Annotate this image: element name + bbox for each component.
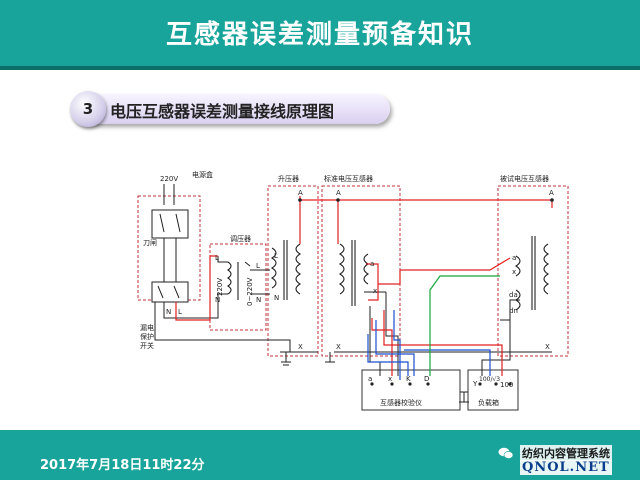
term-reg-L: L	[215, 254, 219, 262]
wechat-icon	[498, 447, 514, 459]
cal-term-a: a	[368, 375, 372, 383]
label-leakage-switch: 漏电 保护 开关	[140, 323, 156, 350]
section-title-bar	[72, 94, 390, 124]
burden-term-100: 100	[500, 381, 513, 389]
term-test-a: a	[512, 254, 516, 262]
section-title: 电压互感器误差测量接线原理图	[110, 102, 335, 121]
header-bar	[0, 0, 640, 66]
term-reg-out-L: L	[256, 262, 260, 270]
term-test-da: da	[509, 291, 518, 299]
term-test-A: A	[549, 189, 554, 197]
label-leakage-switch-2: 保护	[140, 332, 154, 341]
cal-term-K: K	[406, 375, 411, 383]
label-regulator: 调压器	[230, 234, 251, 243]
label-standard-pt: 标准电压互感器	[324, 174, 373, 183]
label-calibrator: 互感器校验仪	[380, 398, 422, 407]
term-step-L: L	[274, 252, 278, 260]
term-ls-L: L	[178, 308, 182, 316]
label-test-pt: 被试电压互感器	[500, 174, 549, 183]
cal-term-x: x	[388, 375, 392, 383]
label-regulator-out: 0~220V	[246, 277, 254, 306]
term-ls-N: N	[166, 308, 171, 316]
watermark-site: QNOL.NET	[520, 460, 612, 475]
label-220v: 220V	[160, 175, 178, 183]
label-power-box: 电源盒	[192, 170, 213, 179]
term-step-X: X	[298, 343, 303, 351]
label-regulator-in: 220V	[216, 278, 224, 296]
test-pt-frame	[497, 185, 569, 357]
term-std-X: X	[336, 343, 341, 351]
term-test-dn: dn	[509, 307, 518, 315]
term-std-a: a	[370, 260, 374, 268]
term-std-A: A	[336, 189, 341, 197]
burden-term-100v3: 100/√3	[479, 376, 500, 383]
burden-term-Y: Y	[472, 380, 478, 388]
page-title: 互感器误差测量预备知识	[165, 20, 474, 50]
section-number-badge: 3	[70, 91, 106, 127]
term-step-N: N	[274, 294, 279, 302]
term-std-x: x	[373, 287, 377, 295]
label-leakage-switch-3: 开关	[140, 341, 154, 350]
watermark-text: 纺织内容管理系统	[520, 445, 612, 461]
term-test-X: X	[545, 343, 550, 351]
label-leakage-switch-1: 漏电	[140, 323, 154, 332]
label-step-up: 升压器	[278, 174, 299, 183]
cal-term-D: D	[424, 375, 429, 383]
header-divider	[0, 66, 640, 70]
term-reg-N: N	[215, 296, 220, 304]
label-knife-switch: 刀闸	[143, 239, 157, 247]
term-step-A: A	[298, 189, 303, 197]
term-test-x: x	[512, 268, 516, 276]
step-up-frame	[267, 185, 319, 357]
term-reg-out-N: N	[256, 296, 261, 304]
label-burden-box: 负载箱	[478, 398, 499, 407]
calibrator-box	[361, 369, 461, 411]
burden-box	[467, 369, 519, 411]
footer-date: 2017年7月18日11时22分	[40, 458, 205, 473]
